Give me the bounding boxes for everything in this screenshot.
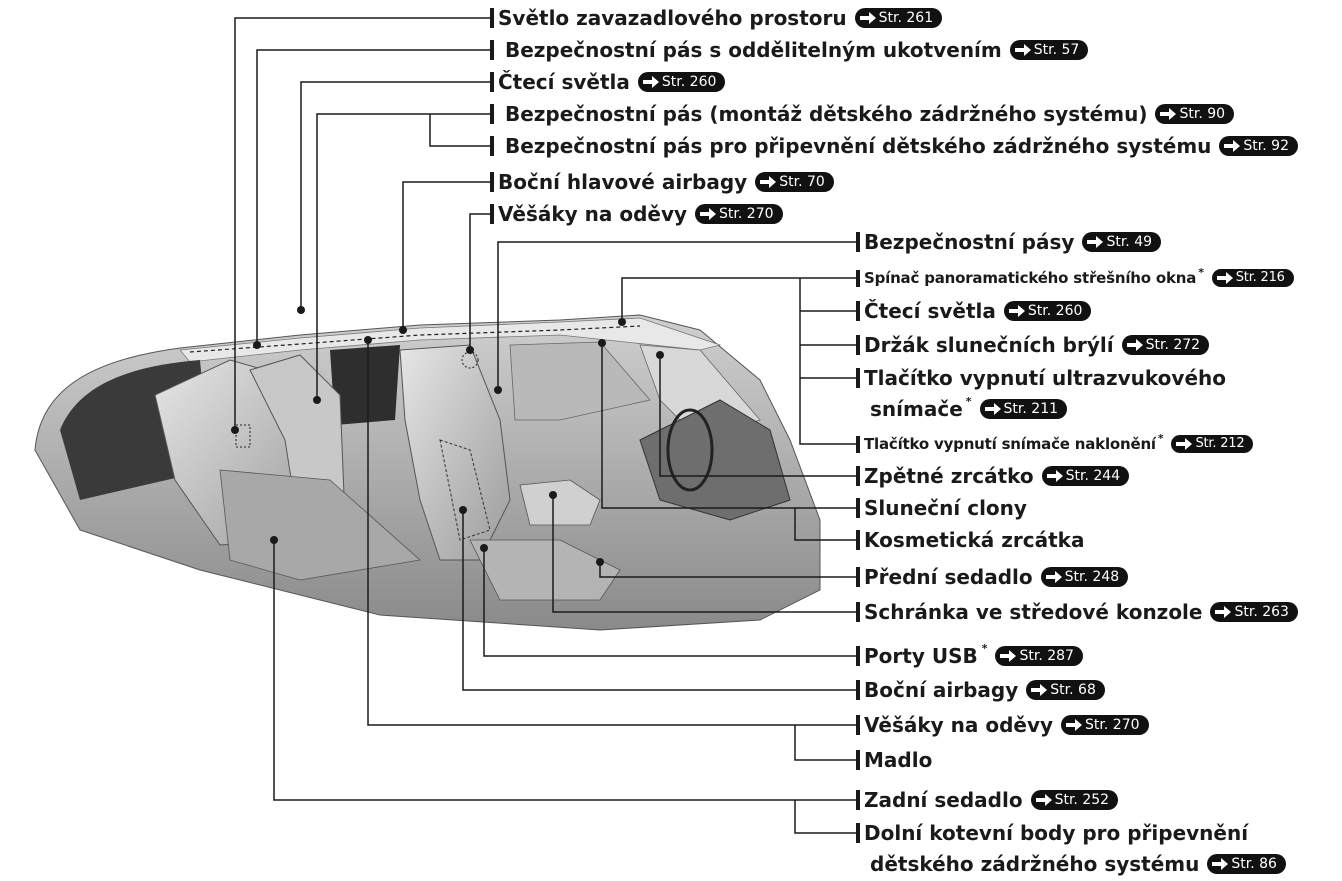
- arrow-right-icon: [1031, 684, 1048, 696]
- label-rearview-mirror: Zpětné zrcátko Str. 244: [856, 464, 1130, 488]
- arrow-right-icon: [1160, 108, 1177, 120]
- label-tilt-sensor-off: Tlačítko vypnutí snímače naklonění* Str.…: [856, 432, 1254, 456]
- page-ref-link[interactable]: Str. 92: [1219, 136, 1298, 156]
- page-ref-link[interactable]: Str. 272: [1121, 335, 1210, 355]
- arrow-right-icon: [642, 76, 659, 88]
- label-coat-hooks-bottom: Věšáky na oděvy Str. 270: [856, 713, 1149, 737]
- page-ref-link[interactable]: Str. 270: [695, 204, 783, 224]
- page-ref-link[interactable]: Str. 216: [1211, 269, 1294, 287]
- arrow-right-icon: [1066, 719, 1083, 731]
- label-lower-anchors-line1: Dolní kotevní body pro připevnění: [856, 821, 1248, 845]
- label-moonroof-switch: Spínač panoramatického střešního okna* S…: [856, 266, 1294, 290]
- page-ref-link[interactable]: Str. 212: [1171, 435, 1254, 453]
- arrow-right-icon: [1000, 650, 1017, 662]
- page-ref-link[interactable]: Str. 70: [755, 172, 834, 192]
- label-ultrasonic-sensor-off-line1: Tlačítko vypnutí ultrazvukového: [856, 366, 1226, 390]
- label-coat-hooks-top: Věšáky na oděvy Str. 270: [490, 202, 783, 226]
- label-lower-anchors-line2: dětského zádržného systému Str. 86: [870, 852, 1286, 876]
- arrow-right-icon: [760, 176, 777, 188]
- arrow-right-icon: [1014, 44, 1031, 56]
- label-detachable-seatbelt: Bezpečnostní pás s oddělitelným ukotvení…: [490, 38, 1089, 62]
- label-grab-handle: Madlo: [856, 748, 932, 772]
- label-side-curtain-airbags: Boční hlavové airbagy Str. 70: [490, 170, 834, 194]
- label-seatbelts: Bezpečnostní pásy Str. 49: [856, 230, 1162, 254]
- label-usb-ports: Porty USB* Str. 287: [856, 642, 1083, 668]
- arrow-right-icon: [1045, 571, 1062, 583]
- page-ref-link[interactable]: Str. 252: [1030, 790, 1119, 810]
- label-side-airbags: Boční airbagy Str. 68: [856, 678, 1105, 702]
- label-trunk-light: Světlo zavazadlového prostoru Str. 261: [490, 6, 943, 30]
- page-ref-link[interactable]: Str. 211: [979, 399, 1068, 419]
- arrow-right-icon: [1216, 272, 1233, 284]
- page-ref-link[interactable]: Str. 49: [1082, 232, 1162, 252]
- page-ref-link[interactable]: Str. 90: [1155, 104, 1235, 124]
- label-vanity-mirrors: Kosmetická zrcátka: [856, 528, 1084, 552]
- arrow-right-icon: [1087, 236, 1104, 248]
- arrow-right-icon: [1035, 794, 1052, 806]
- page-ref-link[interactable]: Str. 287: [995, 646, 1083, 666]
- arrow-right-icon: [1215, 606, 1232, 618]
- label-sun-visors: Sluneční clony: [856, 496, 1027, 520]
- label-ultrasonic-sensor-off-line2: snímače* Str. 211: [870, 395, 1068, 421]
- page-ref-link[interactable]: Str. 244: [1041, 466, 1130, 486]
- label-sunglasses-holder: Držák slunečních brýlí Str. 272: [856, 333, 1210, 357]
- page-ref-link[interactable]: Str. 270: [1061, 715, 1149, 735]
- page-ref-link[interactable]: Str. 260: [1003, 301, 1092, 321]
- arrow-right-icon: [1008, 305, 1025, 317]
- page-ref-link[interactable]: Str. 263: [1210, 602, 1298, 622]
- page-ref-link[interactable]: Str. 86: [1207, 854, 1286, 874]
- label-seatbelt-child-mount: Bezpečnostní pás (montáž dětského zádržn…: [490, 102, 1235, 126]
- label-reading-lights-front: Čtecí světla Str. 260: [856, 299, 1092, 323]
- page-ref-link[interactable]: Str. 68: [1026, 680, 1105, 700]
- label-center-console-box: Schránka ve středové konzole Str. 263: [856, 600, 1298, 624]
- arrow-right-icon: [859, 12, 876, 24]
- page-ref-link[interactable]: Str. 261: [854, 8, 943, 28]
- label-reading-lights-rear: Čtecí světla Str. 260: [490, 70, 726, 94]
- arrow-right-icon: [1046, 470, 1063, 482]
- arrow-right-icon: [700, 208, 717, 220]
- label-rear-seat: Zadní sedadlo Str. 252: [856, 788, 1119, 812]
- label-front-seat: Přední sedadlo Str. 248: [856, 565, 1129, 589]
- arrow-right-icon: [984, 403, 1001, 415]
- label-seatbelt-child-attach: Bezpečnostní pás pro připevnění dětského…: [490, 134, 1298, 158]
- page-ref-link[interactable]: Str. 248: [1040, 567, 1129, 587]
- arrow-right-icon: [1212, 858, 1229, 870]
- page-ref-link[interactable]: Str. 260: [637, 72, 726, 92]
- arrow-right-icon: [1224, 140, 1241, 152]
- page-ref-link[interactable]: Str. 57: [1009, 40, 1089, 60]
- arrow-right-icon: [1176, 438, 1193, 450]
- arrow-right-icon: [1126, 339, 1143, 351]
